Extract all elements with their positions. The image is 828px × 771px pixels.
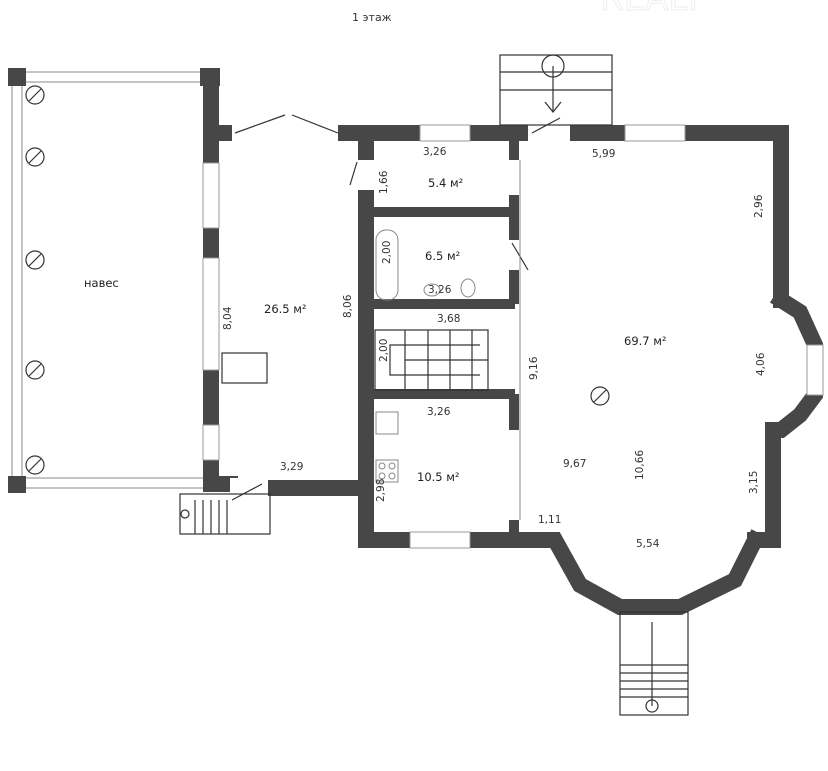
fixtures [221, 229, 610, 483]
hall-dim: 3,29 [280, 461, 303, 473]
stair-dim: 2,00 [378, 339, 390, 362]
living-dim: 2,96 [753, 194, 765, 218]
doors [230, 114, 570, 520]
living-dim: 5,99 [592, 148, 615, 160]
room-labels: 26.5 м² 8,04 8,06 3,29 5.4 м² 3,26 1,66 … [222, 146, 767, 550]
kitchen-dim: 3,26 [427, 406, 451, 418]
living-dim: 9,16 [528, 356, 540, 380]
watermark: REALT [600, 0, 704, 19]
bathroom-area: 6.5 м² [425, 249, 460, 263]
stairs-top [499, 54, 613, 126]
post-icon [25, 85, 45, 475]
windows [202, 124, 824, 549]
stair-dim: 3,68 [437, 313, 460, 325]
floor-title: 1 этаж [352, 11, 392, 24]
stairs-inner [374, 329, 489, 391]
stairs-bottom [619, 611, 689, 716]
canopy-label: навес [84, 276, 119, 290]
living-dim: 3,15 [748, 471, 760, 494]
kitchen-area: 10.5 м² [417, 470, 460, 484]
room-dim: 1,66 [378, 170, 390, 194]
living-dim: 10,66 [634, 450, 646, 480]
bathroom-dim: 3,26 [428, 284, 452, 296]
bathroom-dim: 2,00 [381, 241, 393, 264]
living-dim: 1,11 [538, 514, 561, 526]
room-dim: 3,26 [423, 146, 447, 158]
room-area: 5.4 м² [428, 176, 463, 190]
hall-area: 26.5 м² [264, 302, 307, 316]
living-dim: 9,67 [563, 458, 586, 470]
living-dim: 5,54 [636, 538, 660, 550]
hall-dim: 8,06 [342, 294, 354, 318]
kitchen-dim: 2,98 [375, 479, 387, 502]
hall-dim: 8,04 [222, 306, 234, 330]
living-area: 69.7 м² [624, 334, 667, 348]
living-dim: 4,06 [755, 352, 767, 376]
canopy: навес [8, 68, 220, 493]
stairs-left [179, 493, 271, 535]
walls [203, 69, 823, 615]
